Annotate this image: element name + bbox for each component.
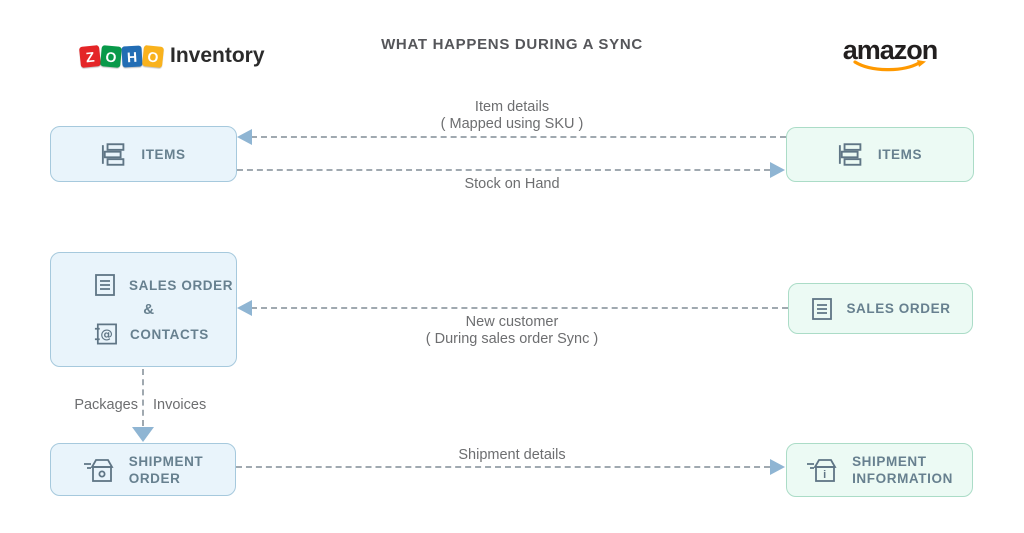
packages-invoices-connector <box>142 369 144 426</box>
zoho-sales-order-label: SALES ORDER <box>129 277 234 293</box>
new-customer-flow-label: New customer( During sales order Sync ) <box>425 314 599 347</box>
document-icon <box>810 297 834 321</box>
stock-on-hand-connector <box>237 169 770 171</box>
document-icon <box>93 273 117 297</box>
stacked-items-icon <box>101 142 129 167</box>
svg-text:@: @ <box>100 326 113 341</box>
packages-label: Packages <box>74 397 138 413</box>
zoho-inventory-logo: Z O H O Inventory <box>78 44 265 68</box>
shipment-details-flow-label: Shipment details <box>458 447 566 463</box>
item-details-flow-label: Item details( Mapped using SKU ) <box>440 99 584 132</box>
zoho-contacts-label: CONTACTS <box>130 326 209 342</box>
stock-on-hand-flow-label: Stock on Hand <box>464 176 560 192</box>
svg-text:i: i <box>823 469 827 481</box>
arrowhead-down-icon <box>132 427 154 442</box>
zoho-product-name: Inventory <box>170 44 265 67</box>
amazon-items-box: ITEMS <box>786 127 974 182</box>
arrowhead-left-icon <box>237 300 252 316</box>
ampersand-label: & <box>143 301 155 318</box>
amazon-sales-order-label: SALES ORDER <box>846 301 951 316</box>
arrowhead-right-icon <box>770 162 785 178</box>
invoices-label: Invoices <box>153 397 207 413</box>
amazon-sales-order-box: SALES ORDER <box>788 283 973 334</box>
amazon-logo: amazon <box>840 35 940 74</box>
zoho-items-label: ITEMS <box>141 146 186 162</box>
arrowhead-left-icon <box>237 129 252 145</box>
stacked-items-icon <box>838 142 866 167</box>
amazon-wordmark: amazon <box>842 35 939 65</box>
arrowhead-right-icon <box>770 459 785 475</box>
address-book-icon: @ <box>93 322 118 346</box>
zoho-sales-contacts-box: SALES ORDER & @ CONTACTS <box>50 252 237 367</box>
shipping-box-icon <box>83 455 117 485</box>
amazon-smile-icon <box>853 60 926 72</box>
shipment-details-connector <box>236 466 770 468</box>
page-title: WHAT HAPPENS DURING A SYNC <box>381 36 643 53</box>
zoho-items-box: ITEMS <box>50 126 237 182</box>
new-customer-connector <box>251 307 788 309</box>
item-details-connector <box>251 136 786 138</box>
shipping-box-info-icon: i <box>806 455 840 485</box>
amazon-items-label: ITEMS <box>877 147 923 162</box>
